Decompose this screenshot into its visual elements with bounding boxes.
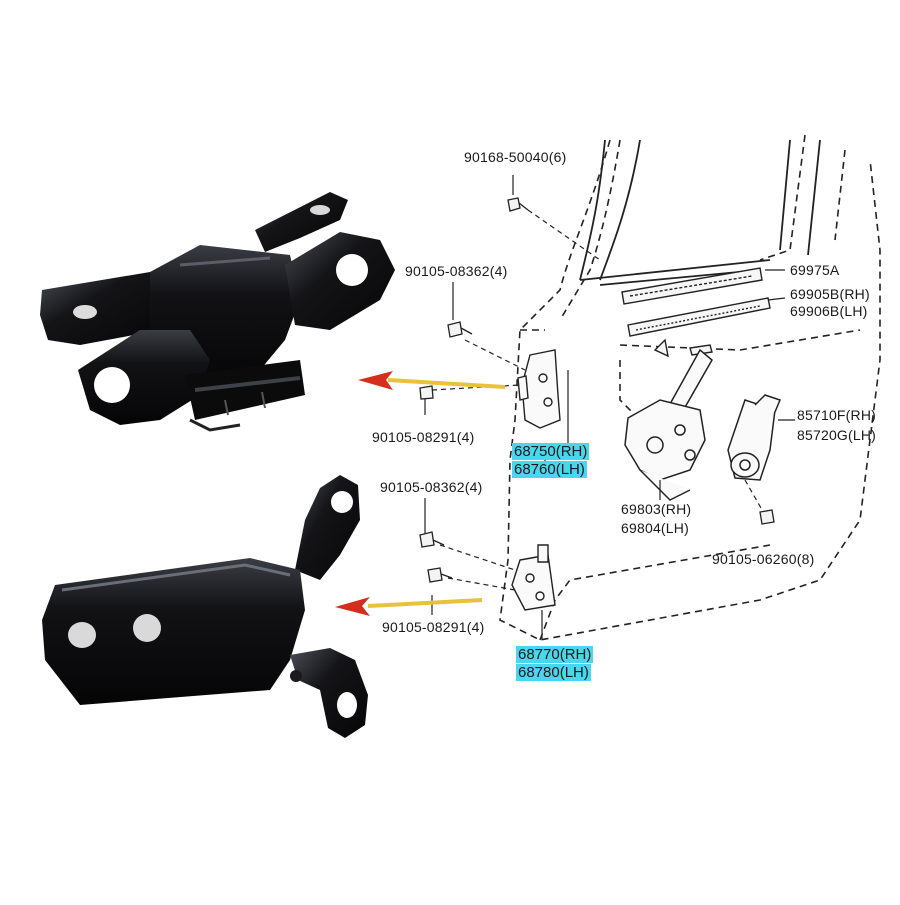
label-lower-hinge-lh: 68780(LH) — [516, 664, 591, 681]
leader-lines — [424, 175, 795, 640]
label-bolt-lower: 90105-08362(4) — [380, 479, 483, 495]
label-bolt-lower-small: 90105-08291(4) — [382, 619, 485, 635]
label-upper-hinge-lh: 68760(LH) — [512, 461, 587, 478]
label-weatherstrip-b-rh: 69905B(RH) — [790, 286, 870, 302]
weatherstrip-69975A — [621, 267, 763, 305]
upper-hinge-drawing — [517, 349, 561, 429]
lower-hinge-photo — [42, 475, 368, 738]
window-motor-drawing — [727, 394, 782, 481]
label-bolt-motor: 90105-06260(8) — [712, 551, 815, 567]
upper-hinge-photo — [40, 192, 395, 432]
label-motor-lh: 85720G(LH) — [797, 427, 877, 443]
label-regulator-rh: 69803(RH) — [621, 501, 692, 517]
label-regulator-lh: 69804(LH) — [621, 520, 689, 536]
label-weatherstrip-b-lh: 69906B(LH) — [790, 303, 868, 319]
label-motor-rh: 85710F(RH) — [797, 407, 877, 423]
door-glass-frame — [579, 139, 821, 286]
label-weatherstrip-a: 69975A — [790, 262, 840, 278]
lower-hinge-drawing — [511, 544, 556, 611]
label-lower-hinge-rh: 68770(RH) — [516, 646, 594, 663]
arrow-upper — [358, 371, 506, 390]
label-bolt-upper-small: 90105-08291(4) — [372, 429, 475, 445]
arrow-lower — [335, 597, 483, 616]
weatherstrip-69905B — [627, 297, 771, 358]
label-bolt-top: 90168-50040(6) — [464, 149, 567, 165]
bolt-icons — [419, 197, 775, 583]
label-upper-hinge-rh: 68750(RH) — [512, 443, 590, 460]
window-regulator-drawing — [624, 348, 713, 501]
label-bolt-upper: 90105-08362(4) — [405, 263, 508, 279]
